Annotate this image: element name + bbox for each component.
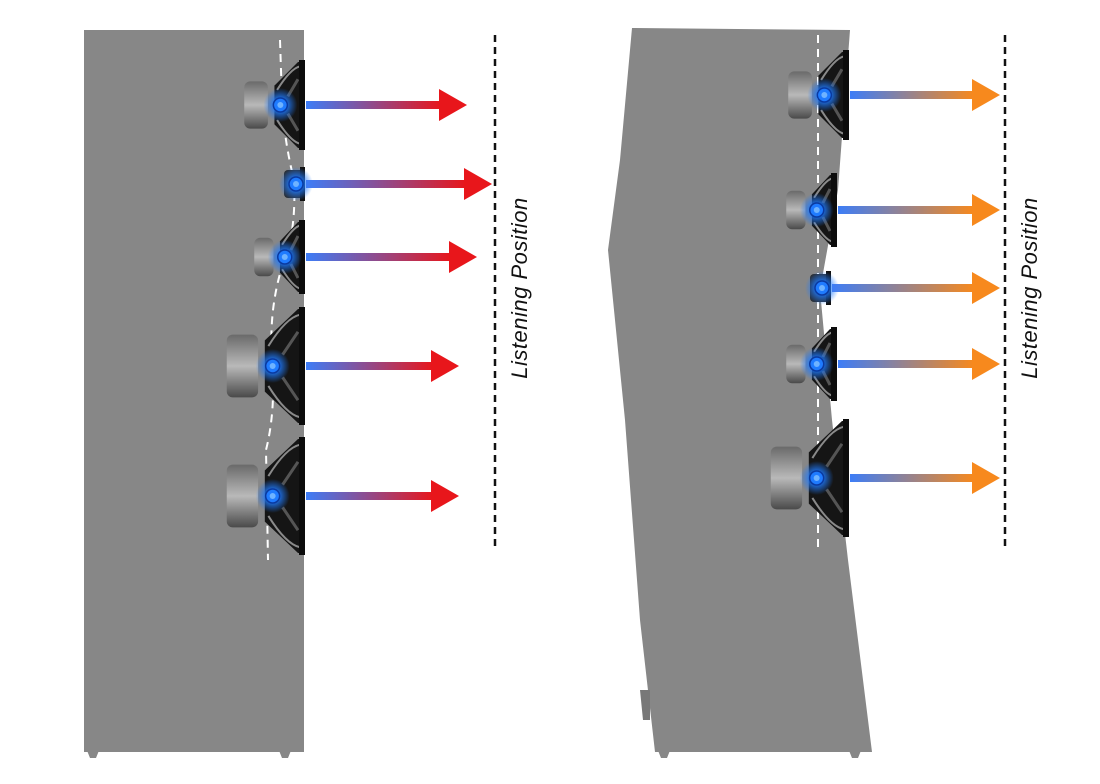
arrow-shaft (838, 360, 974, 368)
cabinet-foot (657, 748, 671, 758)
flat-baffle-diagram: Listening Position (84, 30, 532, 758)
driver-magnet (226, 334, 259, 398)
basket-arm (281, 330, 300, 356)
basket-arm (811, 497, 845, 531)
speaker-driver-icon (244, 60, 305, 150)
arrow-head (439, 89, 467, 121)
acoustic-center-core (813, 475, 820, 481)
arrow-head (972, 462, 1000, 494)
listening-position-label: Listening Position (507, 197, 532, 378)
arrow-head (972, 272, 1000, 304)
sound-wave-arrow-icon (306, 480, 459, 512)
basket-arm (820, 55, 845, 81)
cabinet-foot (848, 748, 862, 758)
basket-arm (267, 443, 301, 477)
driver-flange (299, 437, 305, 555)
sound-wave-arrow-icon (306, 89, 467, 121)
basket-arm (276, 65, 301, 91)
speaker-driver-icon (770, 419, 849, 537)
sound-wave-arrow-icon (306, 241, 477, 273)
basket-arm (276, 119, 301, 145)
acoustic-center-core (813, 361, 820, 367)
basket-arm (267, 385, 301, 419)
tweeter-driver-icon (279, 167, 313, 201)
basket-arm (825, 442, 844, 468)
acoustic-center-core (269, 363, 276, 369)
arrow-head (464, 168, 492, 200)
driver-magnet (788, 71, 812, 119)
listening-position-label: Listening Position (1017, 197, 1042, 378)
basket-arm (267, 313, 301, 347)
arrow-shaft (850, 474, 974, 482)
cabinet-foot (86, 748, 100, 758)
arrow-head (972, 348, 1000, 380)
arrow-head (449, 241, 477, 273)
sound-wave-arrow-icon (838, 348, 1000, 380)
basket-arm (820, 109, 845, 135)
driver-magnet (244, 81, 268, 129)
arrow-shaft (306, 492, 433, 500)
driver-magnet (226, 464, 259, 528)
acoustic-center-core (819, 285, 825, 291)
acoustic-center-core (821, 92, 828, 98)
driver-flange (299, 307, 305, 425)
basket-arm (267, 515, 301, 549)
driver-flange (831, 327, 837, 401)
sound-wave-arrow-icon (306, 350, 459, 382)
basket-arm (825, 488, 844, 514)
sound-wave-arrow-icon (838, 194, 1000, 226)
speaker-driver-icon (226, 437, 305, 555)
arrow-shaft (832, 284, 974, 292)
arrow-head (431, 480, 459, 512)
basket-arm (811, 425, 845, 459)
arrow-shaft (306, 180, 466, 188)
acoustic-center-core (293, 181, 299, 187)
acoustic-center-core (269, 493, 276, 499)
arrow-shaft (306, 101, 441, 109)
arrow-head (972, 194, 1000, 226)
arrow-head (431, 350, 459, 382)
speaker-driver-icon (786, 327, 837, 401)
driver-magnet (786, 190, 806, 230)
arrow-shaft (850, 91, 974, 99)
arrow-shaft (306, 362, 433, 370)
cabinet-foot (640, 690, 650, 720)
driver-magnet (770, 446, 803, 510)
driver-flange (299, 220, 305, 294)
driver-flange (843, 419, 849, 537)
driver-flange (831, 173, 837, 247)
speaker-driver-icon (786, 173, 837, 247)
angled-baffle-diagram: Listening Position (608, 28, 1042, 758)
driver-flange (299, 60, 305, 150)
sound-wave-arrow-icon (850, 79, 1000, 111)
driver-magnet (254, 237, 274, 277)
speaker-driver-icon (254, 220, 305, 294)
speaker-driver-icon (788, 50, 849, 140)
tweeter-driver-icon (805, 271, 839, 305)
sound-wave-arrow-icon (306, 168, 492, 200)
sound-wave-arrow-icon (832, 272, 1000, 304)
basket-arm (281, 376, 300, 402)
driver-flange (843, 50, 849, 140)
basket-arm (281, 460, 300, 486)
arrow-head (972, 79, 1000, 111)
acoustic-center-core (281, 254, 288, 260)
driver-magnet (786, 344, 806, 384)
speaker-driver-icon (226, 307, 305, 425)
arrow-shaft (306, 253, 451, 261)
acoustic-center-core (277, 102, 284, 108)
acoustic-center-core (813, 207, 820, 213)
sound-wave-arrow-icon (850, 462, 1000, 494)
cabinet-foot (278, 748, 292, 758)
arrow-shaft (838, 206, 974, 214)
basket-arm (281, 506, 300, 532)
